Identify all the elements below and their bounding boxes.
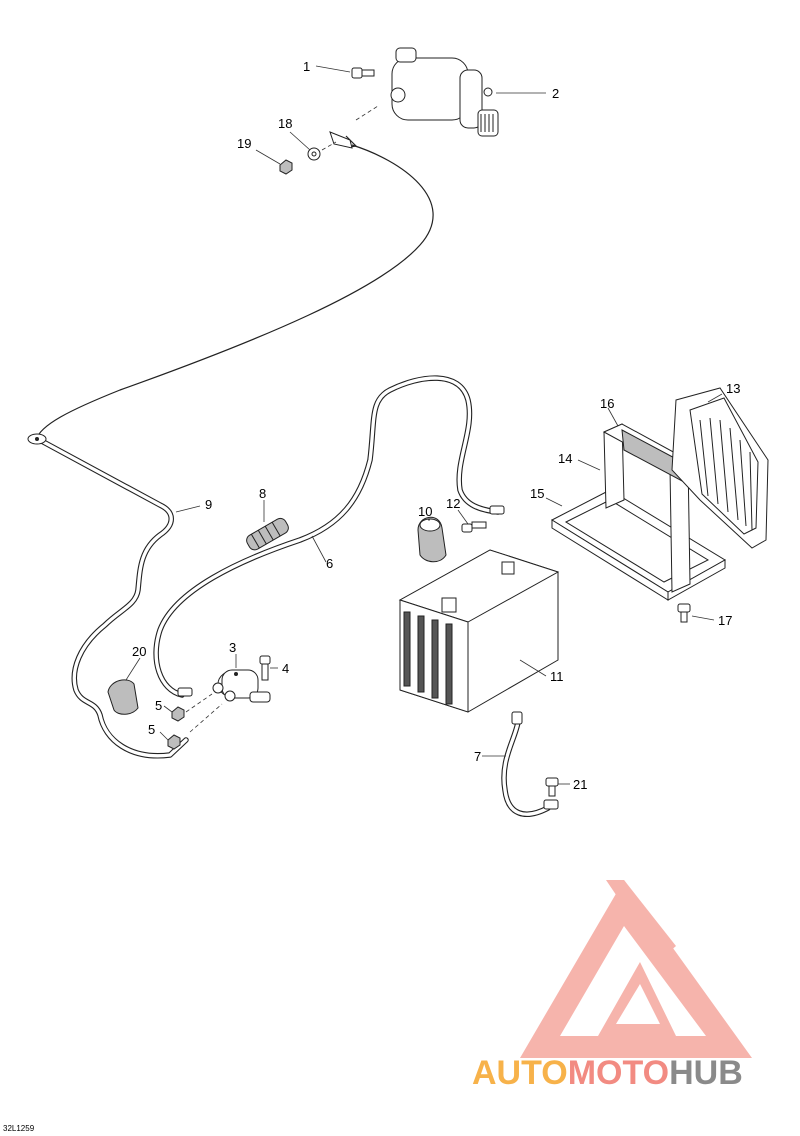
cap-10	[417, 516, 447, 563]
callout-15: 15	[530, 486, 544, 501]
callout-5-upper: 5	[155, 698, 162, 713]
solenoid-3	[212, 669, 271, 703]
watermark-moto: MOTO	[568, 1054, 669, 1092]
cable-6	[153, 375, 505, 698]
callout-6: 6	[326, 556, 333, 571]
callout-21: 21	[573, 777, 587, 792]
callout-13: 13	[726, 381, 740, 396]
nut-19	[279, 159, 293, 175]
nut-5-lower	[167, 734, 181, 750]
bolt-1	[351, 67, 375, 79]
callout-19: 19	[237, 136, 251, 151]
callout-16: 16	[600, 396, 614, 411]
screw-17	[677, 603, 691, 623]
leader-lines	[125, 65, 723, 785]
callout-11: 11	[550, 669, 564, 684]
callout-5-lower: 5	[148, 722, 155, 737]
callout-20: 20	[132, 644, 146, 659]
callout-14: 14	[558, 451, 572, 466]
callout-18: 18	[278, 116, 292, 131]
starter-motor	[390, 47, 499, 137]
watermark-text: AUTOMOTOHUB	[472, 1054, 743, 1092]
nut-5-upper	[171, 706, 185, 722]
callout-8: 8	[259, 486, 266, 501]
sleeve-8	[246, 517, 289, 551]
screw-21	[545, 777, 559, 797]
callout-12: 12	[446, 496, 460, 511]
callout-3: 3	[229, 640, 236, 655]
watermark-logo	[520, 880, 752, 1058]
callouts: 1 2 3 4 5 5 6 7 8 9 10 11 12 13 14 15 16…	[132, 59, 740, 792]
callout-1: 1	[303, 59, 310, 74]
callout-7: 7	[474, 749, 481, 764]
battery-holder	[550, 387, 769, 601]
starter-wire	[35, 144, 434, 441]
watermark-auto: AUTO	[472, 1054, 568, 1092]
callout-10: 10	[418, 504, 432, 519]
callout-2: 2	[552, 86, 559, 101]
diagram-code: 32L1259	[3, 1124, 35, 1133]
callout-17: 17	[718, 613, 732, 628]
battery-11	[398, 549, 560, 713]
screw-12	[461, 521, 487, 533]
cable-7	[501, 711, 559, 817]
bolt-4	[259, 655, 271, 681]
callout-9: 9	[205, 497, 212, 512]
boot-20	[107, 679, 139, 715]
cable-9	[27, 433, 189, 759]
callout-4: 4	[282, 661, 289, 676]
watermark-hub: HUB	[669, 1054, 743, 1092]
